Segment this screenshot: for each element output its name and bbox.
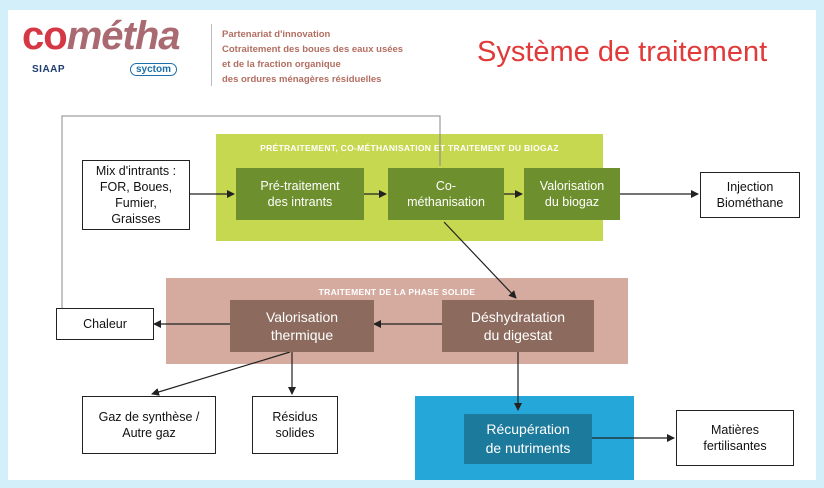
siaap-logo: SIAAP [32,64,66,75]
heat-return-line [61,115,441,308]
node-intrants: Mix d'intrants :FOR, Boues,Fumier,Graiss… [82,160,190,230]
page-title: Système de traitement [477,36,768,68]
node-chaleur: Chaleur [56,308,154,340]
cometha-logo: cométha [22,14,180,58]
tagline: Partenariat d'innovation Cotraitement de… [222,29,404,85]
header-divider [211,24,212,86]
syctom-logo: syctom [130,63,178,76]
node-comethanisation: Co-méthanisation [388,168,504,220]
band-title-salmon: TRAITEMENT DE LA PHASE SOLIDE [318,287,476,297]
arrow-thermique-to-gaz [151,351,291,396]
flow-arrows [61,115,699,442]
band-title-green: PRÉTRAITEMENT, CO-MÉTHANISATION ET TRAIT… [260,143,559,153]
slide: cométha SIAAP syctom Partenariat d'innov… [8,10,816,480]
arrow-comethanisation-to-deshydratation [443,221,517,299]
node-gaz-synthese: Gaz de synthèse /Autre gaz [82,396,216,454]
